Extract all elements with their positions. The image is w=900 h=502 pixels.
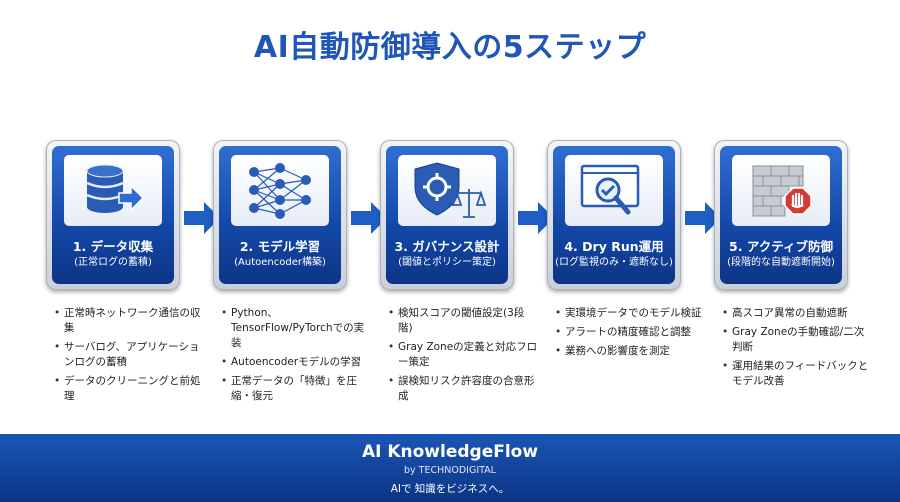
- bullet-item: 正常時ネットワーク通信の収集: [54, 306, 204, 336]
- bullet-item: Python、TensorFlow/PyTorchでの実装: [221, 306, 371, 351]
- brand-tagline: AIで 知識をビジネスへ。: [390, 483, 510, 495]
- firewall-stop-icon: [732, 155, 830, 226]
- step-title: 5. アクティブ防御: [729, 239, 833, 254]
- step-title: 3. ガバナンス設計: [394, 239, 500, 254]
- database-export-icon: [64, 155, 162, 226]
- step-2-bullets: Python、TensorFlow/PyTorchでの実装 Autoencode…: [221, 306, 371, 408]
- bullet-item: 検知スコアの閾値設定(3段階): [388, 306, 538, 336]
- page-title: AI自動防御導入の5ステップ: [253, 30, 647, 65]
- right-arrow-icon: [683, 198, 723, 238]
- bullet-item: アラートの精度確認と調整: [555, 325, 705, 340]
- step-3-bullets: 検知スコアの閾値設定(3段階) Gray Zoneの定義と対応フロー策定 誤検知…: [388, 306, 538, 408]
- bullet-item: 運用結果のフィードバックとモデル改善: [722, 359, 872, 389]
- step-subtitle: (正常ログの蓄積): [74, 257, 152, 268]
- shield-gear-scale-icon: [398, 155, 496, 226]
- step-subtitle: (Autoencoder構築): [234, 257, 326, 268]
- step-card-5: 5. アクティブ防御 (段階的な自動遮断開始): [714, 140, 848, 290]
- bullet-item: 高スコア異常の自動遮断: [722, 306, 872, 321]
- bullet-item: Gray Zoneの定義と対応フロー策定: [388, 340, 538, 370]
- step-card-3: 3. ガバナンス設計 (閾値とポリシー策定): [380, 140, 514, 290]
- bullet-item: データのクリーニングと前処理: [54, 374, 204, 404]
- footer-banner: AI KnowledgeFlow by TECHNODIGITAL AIで 知識…: [0, 434, 900, 502]
- step-title: 4. Dry Run運用: [564, 239, 664, 254]
- step-card-4: 4. Dry Run運用 (ログ監視のみ・遮断なし): [547, 140, 681, 290]
- step-4-bullets: 実環境データでのモデル検証 アラートの精度確認と調整 業務への影響度を測定: [555, 306, 705, 363]
- monitor-magnifier-icon: [565, 155, 663, 226]
- bullet-item: Autoencoderモデルの学習: [221, 355, 371, 370]
- right-arrow-icon: [349, 198, 389, 238]
- step-1-bullets: 正常時ネットワーク通信の収集 サーバログ、アプリケーションログの蓄積 データのク…: [54, 306, 204, 408]
- brand-byline: by TECHNODIGITAL: [404, 465, 496, 476]
- bullet-item: Gray Zoneの手動確認/二次判断: [722, 325, 872, 355]
- brand-name: AI KnowledgeFlow: [361, 442, 539, 462]
- step-subtitle: (段階的な自動遮断開始): [727, 257, 835, 268]
- steps-row: 1. データ収集 (正常ログの蓄積): [0, 140, 900, 300]
- step-subtitle: (ログ監視のみ・遮断なし): [555, 257, 673, 268]
- step-card-1: 1. データ収集 (正常ログの蓄積): [46, 140, 180, 290]
- right-arrow-icon: [516, 198, 556, 238]
- step-subtitle: (閾値とポリシー策定): [398, 257, 496, 268]
- neural-network-icon: [231, 155, 329, 226]
- bullet-item: サーバログ、アプリケーションログの蓄積: [54, 340, 204, 370]
- step-title: 2. モデル学習: [239, 239, 321, 254]
- step-title: 1. データ収集: [72, 239, 154, 254]
- bullet-item: 正常データの「特徴」を圧縮・復元: [221, 374, 371, 404]
- bullet-item: 誤検知リスク許容度の合意形成: [388, 374, 538, 404]
- step-5-bullets: 高スコア異常の自動遮断 Gray Zoneの手動確認/二次判断 運用結果のフィー…: [722, 306, 872, 393]
- bullet-item: 実環境データでのモデル検証: [555, 306, 705, 321]
- bullet-item: 業務への影響度を測定: [555, 344, 705, 359]
- right-arrow-icon: [182, 198, 222, 238]
- step-card-2: 2. モデル学習 (Autoencoder構築): [213, 140, 347, 290]
